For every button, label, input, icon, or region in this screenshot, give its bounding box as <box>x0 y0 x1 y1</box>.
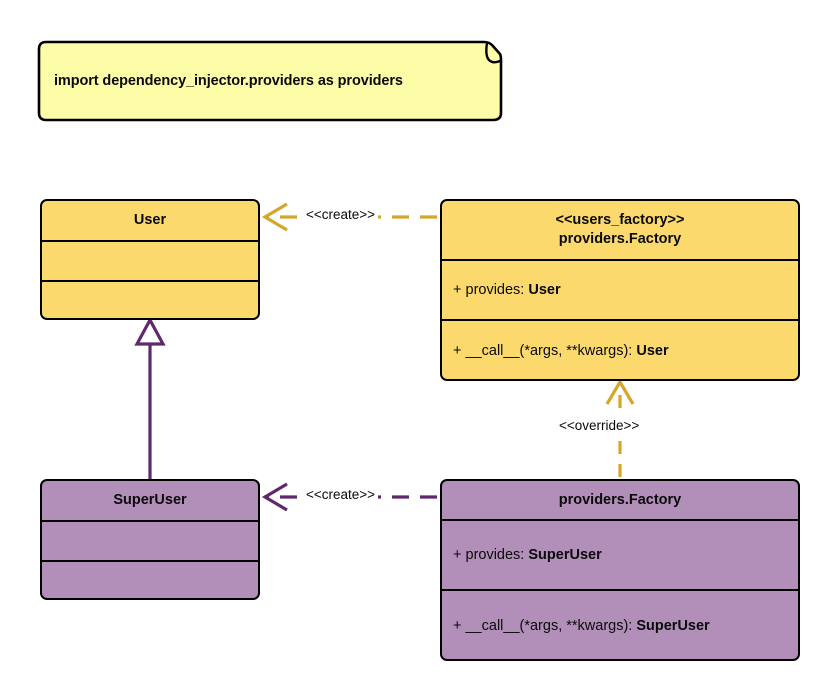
class-attribute-row: + provides: SuperUser <box>442 521 798 591</box>
note-text: import dependency_injector.providers as … <box>54 73 403 89</box>
method-visibility: + <box>453 342 462 359</box>
class-methods-superuser <box>42 562 258 597</box>
class-title-user: User <box>42 201 258 242</box>
class-attributes-user <box>42 242 258 282</box>
class-attribute-row: + provides: User <box>442 261 798 321</box>
edge-generalization <box>134 316 166 480</box>
method-return-type: User <box>636 342 669 359</box>
class-name-user: User <box>133 212 167 229</box>
hollow-triangle-arrowhead <box>134 316 166 346</box>
class-name-superuser-factory: providers.Factory <box>558 491 682 508</box>
note-shape <box>37 40 503 122</box>
edge-label-create-superuser: <<create>> <box>303 487 379 502</box>
open-arrowhead <box>261 482 288 512</box>
method-visibility: + <box>453 617 462 634</box>
class-methods-user <box>42 282 258 317</box>
attribute-type: SuperUser <box>528 547 602 563</box>
class-box-users-factory[interactable]: <<users_factory>> providers.Factory + pr… <box>440 199 800 381</box>
method-return-type: SuperUser <box>636 617 710 634</box>
attribute-label: provides: <box>465 547 525 563</box>
attribute-visibility: + <box>453 282 462 298</box>
class-box-superuser-factory[interactable]: providers.Factory + provides: SuperUser … <box>440 479 800 661</box>
class-name-users-factory: providers.Factory <box>558 231 682 247</box>
class-method-row: + __call__(*args, **kwargs): User <box>442 321 798 379</box>
open-arrowhead <box>261 202 288 232</box>
class-attributes-superuser <box>42 522 258 562</box>
class-title-users-factory: <<users_factory>> providers.Factory <box>442 201 798 261</box>
class-box-user[interactable]: User <box>40 199 260 320</box>
edge-label-create-user: <<create>> <box>303 207 379 222</box>
class-box-superuser[interactable]: SuperUser <box>40 479 260 600</box>
edge-label-override: <<override>> <box>556 418 643 433</box>
class-method-row: + __call__(*args, **kwargs): SuperUser <box>442 591 798 659</box>
method-label: __call__(*args, **kwargs): <box>465 342 633 359</box>
attribute-label: provides: <box>465 282 525 298</box>
class-title-superuser-factory: providers.Factory <box>442 481 798 521</box>
note-import-statement: import dependency_injector.providers as … <box>37 40 503 122</box>
class-title-superuser: SuperUser <box>42 481 258 522</box>
method-label: __call__(*args, **kwargs): <box>465 617 633 634</box>
class-stereotype-users-factory: <<users_factory>> <box>555 212 685 229</box>
class-name-superuser: SuperUser <box>113 492 187 509</box>
open-arrowhead <box>605 378 635 405</box>
attribute-visibility: + <box>453 547 462 563</box>
note-folded-corner <box>485 41 502 64</box>
attribute-type: User <box>528 282 561 298</box>
